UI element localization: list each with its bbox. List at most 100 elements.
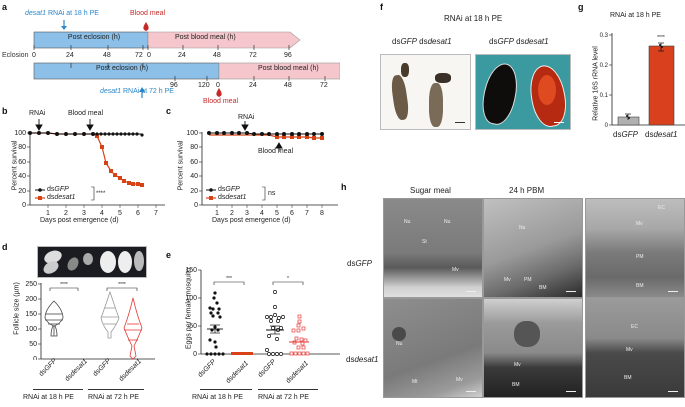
- column-sugar-meal: Sugar meal: [410, 186, 451, 195]
- blood-drop-icon: [216, 88, 222, 97]
- svg-text:0: 0: [194, 202, 198, 209]
- tick: 72: [320, 82, 328, 89]
- svg-text:4: 4: [260, 210, 264, 217]
- xtick-dsgfp: dsGFP: [38, 357, 59, 378]
- rnai-18h-label: desat1 RNAi at 18 h PE: [25, 10, 99, 17]
- tick: 0: [216, 82, 220, 89]
- svg-text:2: 2: [64, 210, 68, 217]
- svg-text:50: 50: [29, 341, 37, 348]
- svg-text:3: 3: [82, 210, 86, 217]
- svg-text:100: 100: [185, 295, 197, 302]
- panel-h-label: h: [341, 182, 347, 192]
- xtick-dsgfp: dsGFP: [257, 358, 278, 379]
- svg-text:100: 100: [25, 326, 37, 333]
- svg-text:0: 0: [22, 202, 26, 209]
- svg-text:150: 150: [25, 311, 37, 318]
- panel-a-label: a: [2, 2, 8, 12]
- svg-text:5: 5: [275, 210, 279, 217]
- tick: 96: [170, 82, 178, 89]
- svg-text:100: 100: [186, 130, 198, 137]
- panel-e-label: e: [166, 250, 172, 260]
- svg-text:7: 7: [154, 210, 158, 217]
- svg-text:***: ***: [226, 276, 232, 282]
- midgut-caption: dsGFP dsdesat1: [489, 37, 549, 46]
- blood-meal-annotation: Blood meal: [68, 110, 104, 117]
- svg-text:7: 7: [305, 210, 309, 217]
- legend-dsdesat1: dsdesat1: [218, 194, 247, 201]
- bar1-post-eclosion: Post eclosion (h): [67, 34, 121, 41]
- tick: 48: [213, 52, 221, 59]
- svg-text:*: *: [287, 276, 289, 282]
- rnai-annotation: RNAi: [238, 114, 255, 121]
- em-tile-dsdesat1-24h: Mv BM: [483, 298, 583, 398]
- svg-text:1: 1: [46, 210, 50, 217]
- xtick-dsdesat1: dsdesat1: [64, 357, 90, 383]
- bar1-post-blood: Post blood meal (h): [175, 34, 236, 41]
- bar2-post-blood: Post blood meal (h): [258, 65, 319, 72]
- svg-text:80: 80: [190, 144, 198, 151]
- midgut-photo: [475, 54, 571, 130]
- svg-text:0: 0: [193, 351, 197, 357]
- tick: 0: [32, 52, 36, 59]
- em-tile-dsdesat1-sugar: Nu Mt Mv: [383, 298, 483, 398]
- svg-text:6: 6: [136, 210, 140, 217]
- group-label-72h: RNAi at 72 h PE: [258, 394, 309, 401]
- arrow-down-icon: [61, 26, 67, 30]
- blood-drop-icon: [143, 22, 149, 31]
- rnai-annotation: RNAi: [29, 110, 46, 117]
- follicle-micrograph: [37, 246, 147, 278]
- legend-dsgfp: dsGFP: [47, 186, 69, 193]
- svg-text:60: 60: [190, 159, 198, 166]
- svg-text:0.2: 0.2: [600, 63, 609, 69]
- column-24h-pbm: 24 h PBM: [509, 186, 545, 195]
- svg-text:40: 40: [190, 173, 198, 180]
- rrna-bar-chart: 0.3 0.2 0.1 0 ****: [600, 33, 685, 129]
- tick: 96: [284, 52, 292, 59]
- em-tile-dsgfp-24h: Nu Mv PM BM: [483, 198, 583, 298]
- group-label-72h: RNAi at 72 h PE: [88, 394, 139, 401]
- group-label-18h: RNAi at 18 h PE: [192, 394, 243, 401]
- svg-text:8: 8: [320, 210, 324, 217]
- eclosion-label: Eclosion: [2, 52, 29, 59]
- timeline-diagram: [33, 20, 340, 98]
- svg-text:2: 2: [230, 210, 234, 217]
- svg-text:0.1: 0.1: [600, 93, 609, 99]
- svg-text:5: 5: [118, 210, 122, 217]
- svg-text:6: 6: [290, 210, 294, 217]
- svg-text:4: 4: [100, 210, 104, 217]
- tick: 24: [249, 82, 257, 89]
- x-axis-label: Days post emergence (d): [40, 217, 119, 224]
- rnai-72h-label: desat1 RNAi at 72 h PE: [100, 88, 174, 95]
- panel-b-label: b: [2, 106, 8, 116]
- tick: 72: [249, 52, 257, 59]
- blood-meal-annotation: Blood meal: [258, 148, 294, 155]
- svg-text:0.3: 0.3: [600, 33, 609, 39]
- svg-text:200: 200: [25, 296, 37, 303]
- svg-text:0: 0: [605, 123, 609, 129]
- significance-c: ns: [268, 190, 276, 197]
- svg-text:****: ****: [657, 35, 665, 41]
- tick: 48: [284, 82, 292, 89]
- xtick-dsgfp: dsGFP: [92, 357, 113, 378]
- legend-dsgfp: dsGFP: [218, 186, 240, 193]
- panel-d-label: d: [2, 242, 8, 252]
- svg-text:80: 80: [18, 144, 26, 151]
- xtick-dsgfp: dsGFP: [613, 130, 638, 139]
- panel-g-label: g: [578, 2, 584, 12]
- legend-dsdesat1: dsdesat1: [47, 194, 76, 201]
- tick: 48: [103, 52, 111, 59]
- panel-g-title: RNAi at 18 h PE: [610, 12, 661, 19]
- mosquito-photo: [380, 54, 471, 130]
- blood-meal-top-label: Blood meal: [130, 10, 166, 17]
- svg-text:100: 100: [15, 130, 26, 137]
- svg-text:1: 1: [215, 210, 219, 217]
- arrow-up-icon: [139, 87, 145, 92]
- svg-text:60: 60: [18, 159, 26, 166]
- x-axis-label: Days post emergence (d): [212, 217, 291, 224]
- xtick-dsgfp: dsGFP: [197, 358, 218, 379]
- tick: 24: [178, 52, 186, 59]
- svg-text:50: 50: [189, 323, 197, 330]
